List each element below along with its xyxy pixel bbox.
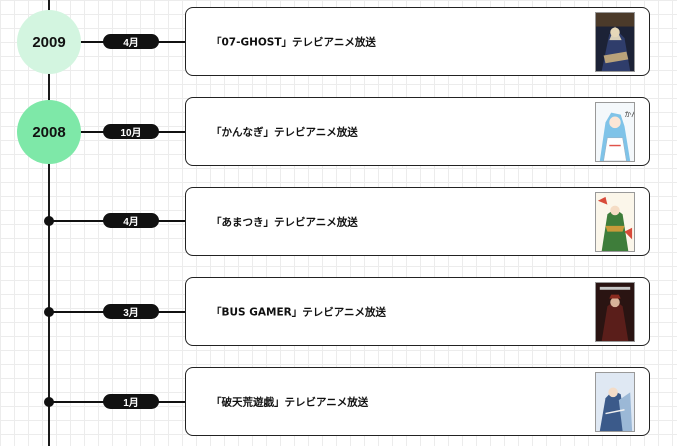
timeline-dot (44, 307, 54, 317)
timeline-event-card[interactable]: 「あまつき」テレビアニメ放送 (185, 187, 650, 256)
timeline-event-card[interactable]: 「破天荒遊戯」テレビアニメ放送 (185, 367, 650, 436)
year-label: 2009 (32, 33, 66, 51)
year-marker-2008: 2008 (17, 100, 81, 164)
timeline-dot (44, 397, 54, 407)
month-badge: 1月 (103, 394, 159, 409)
timeline-event-card[interactable]: 「かんなぎ」テレビアニメ放送 かんなぎ (185, 97, 650, 166)
month-badge: 3月 (103, 304, 159, 319)
kannagi-cover[interactable]: かんなぎ (595, 102, 635, 162)
month-label: 4月 (123, 217, 139, 228)
timeline-event-card[interactable]: 「BUS GAMER」テレビアニメ放送 (185, 277, 650, 346)
month-label: 10月 (120, 128, 142, 139)
month-badge: 10月 (103, 124, 159, 139)
07-ghost-cover[interactable] (595, 12, 635, 72)
hatenkou-yuugi-cover[interactable] (595, 372, 635, 432)
month-label: 1月 (123, 398, 139, 409)
month-label: 4月 (123, 38, 139, 49)
month-badge: 4月 (103, 34, 159, 49)
month-label: 3月 (123, 308, 139, 319)
year-marker-2009: 2009 (17, 10, 81, 74)
event-text: 「破天荒遊戯」テレビアニメ放送 (211, 396, 369, 408)
event-text: 「かんなぎ」テレビアニメ放送 (211, 126, 358, 138)
year-label: 2008 (32, 123, 66, 141)
event-text: 「07-GHOST」テレビアニメ放送 (211, 36, 376, 48)
event-text: 「BUS GAMER」テレビアニメ放送 (211, 306, 386, 318)
bus-gamer-cover[interactable] (595, 282, 635, 342)
cover-title: かんなぎ (625, 109, 635, 118)
amatsuki-cover[interactable] (595, 192, 635, 252)
timeline-dot (44, 216, 54, 226)
timeline-event-card[interactable]: 「07-GHOST」テレビアニメ放送 (185, 7, 650, 76)
month-badge: 4月 (103, 213, 159, 228)
event-text: 「あまつき」テレビアニメ放送 (211, 216, 358, 228)
